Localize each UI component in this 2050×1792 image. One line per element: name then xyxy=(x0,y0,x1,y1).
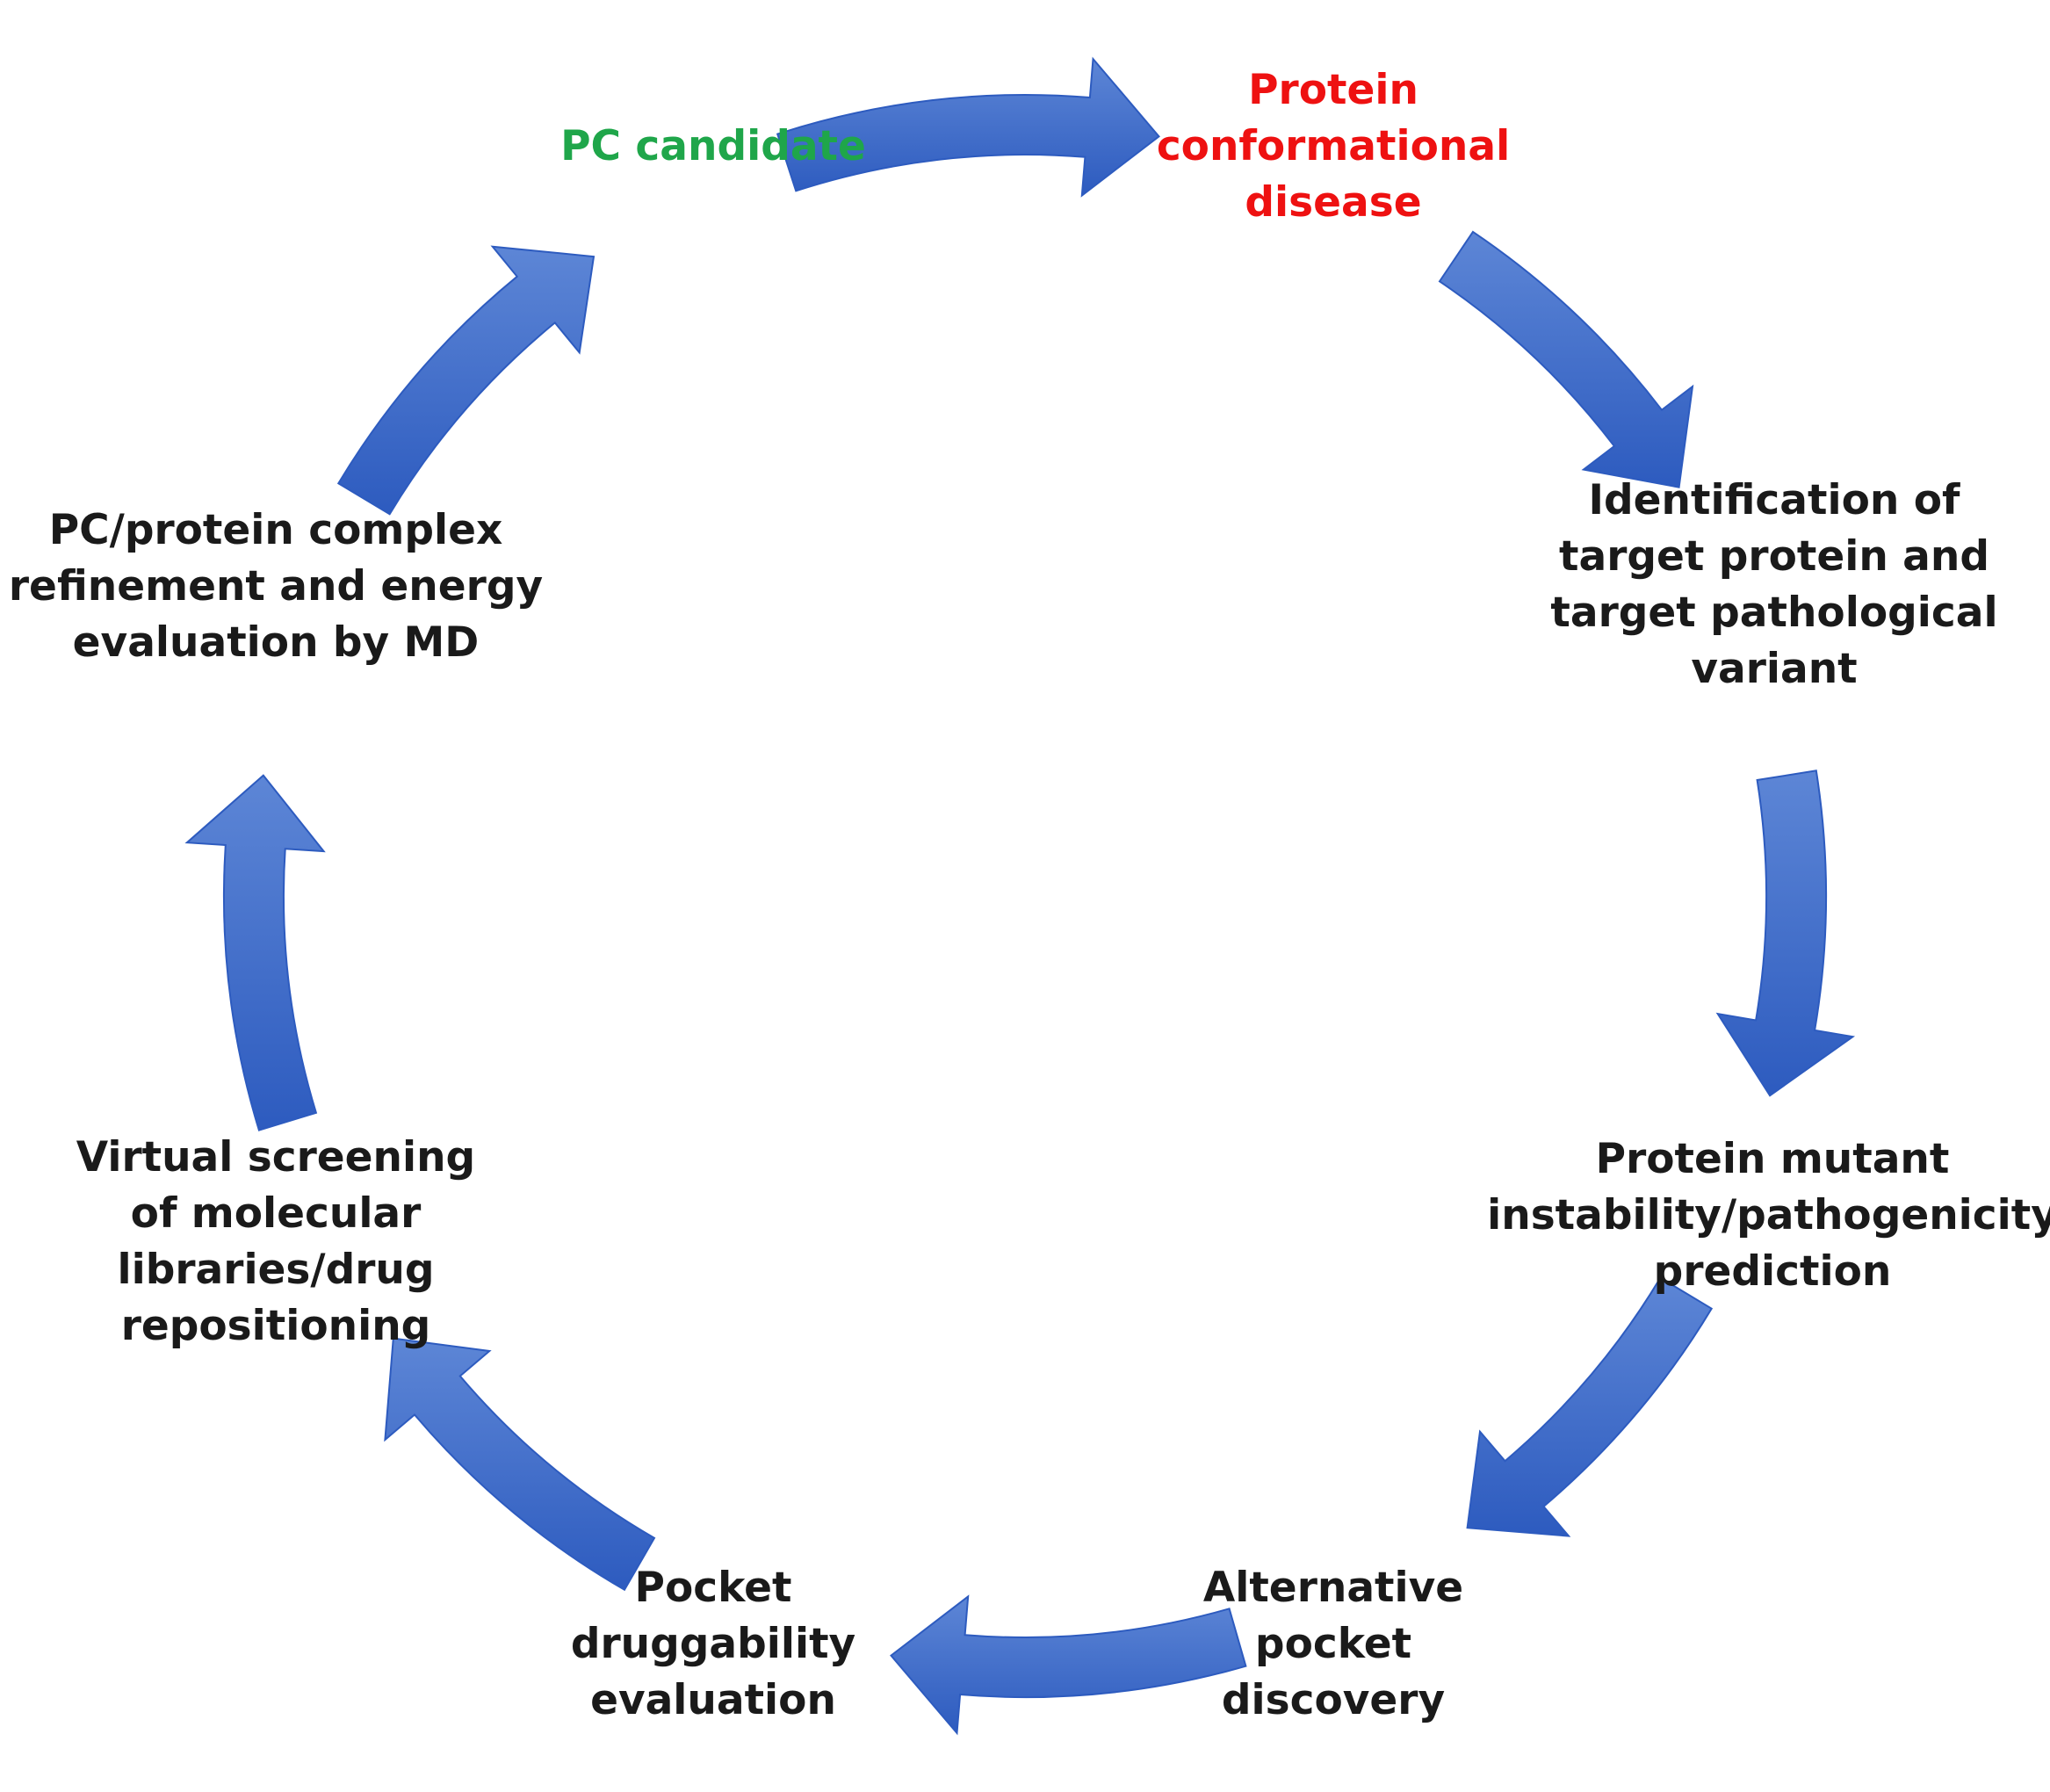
node-label-line: repositioning xyxy=(120,1302,431,1350)
node-label-line: PC/protein complex xyxy=(48,506,503,554)
node-label-line: Protein xyxy=(1248,66,1418,114)
node-protein-conformational-disease: Protein conformational disease xyxy=(1157,62,1510,231)
curved-arrow-icon xyxy=(1466,1276,1714,1537)
node-label-line: prediction xyxy=(1653,1247,1892,1296)
node-label-line: Protein mutant xyxy=(1595,1135,1950,1183)
node-label-line: target protein and xyxy=(1559,532,1989,581)
node-label-line: evaluation by MD xyxy=(72,618,480,667)
node-label-line: Identification of xyxy=(1588,476,1960,524)
curved-arrow-icon xyxy=(384,1337,656,1592)
curved-arrow-icon xyxy=(890,1594,1247,1736)
node-label-line: of molecular xyxy=(130,1189,422,1238)
node-label-line: Virtual screening xyxy=(76,1133,476,1181)
node-label-line: Pocket xyxy=(634,1564,792,1612)
node-identification-target: Identification of target protein and targe… xyxy=(1550,473,1997,697)
node-alternative-pocket: Alternative pocket discovery xyxy=(1203,1560,1463,1729)
node-virtual-screening: Virtual screening of molecular libraries/d… xyxy=(76,1130,475,1355)
curved-arrow-icon xyxy=(776,56,1160,198)
curved-arrow-icon xyxy=(1438,230,1694,488)
node-label-line: evaluation xyxy=(590,1676,836,1724)
curved-arrow-icon xyxy=(336,245,596,516)
node-label-line: target pathological xyxy=(1550,589,1998,637)
curved-arrow-icon xyxy=(1715,770,1856,1097)
node-label-line: libraries/drug xyxy=(117,1246,435,1294)
node-label-line: conformational xyxy=(1156,122,1511,170)
node-pc-candidate: PC candidate xyxy=(560,119,866,175)
node-label-line: refinement and energy xyxy=(8,562,544,611)
node-complex-refinement: PC/protein complex refinement and energy e… xyxy=(9,502,543,671)
node-label-line: disease xyxy=(1245,178,1422,227)
node-label-line: druggability xyxy=(570,1620,856,1668)
node-label-line: instability/pathogenicity xyxy=(1487,1191,2050,1239)
node-label-line: discovery xyxy=(1221,1676,1446,1724)
node-pocket-druggability: Pocket druggability evaluation xyxy=(571,1560,855,1729)
node-label-line: variant xyxy=(1691,645,1858,693)
node-label-line: pocket xyxy=(1254,1620,1412,1668)
node-label-line: Alternative xyxy=(1202,1564,1464,1612)
node-label-line: PC candidate xyxy=(560,122,866,170)
node-mutant-instability: Protein mutant instability/pathogenicity p… xyxy=(1487,1131,2050,1300)
curved-arrow-icon xyxy=(184,774,326,1131)
